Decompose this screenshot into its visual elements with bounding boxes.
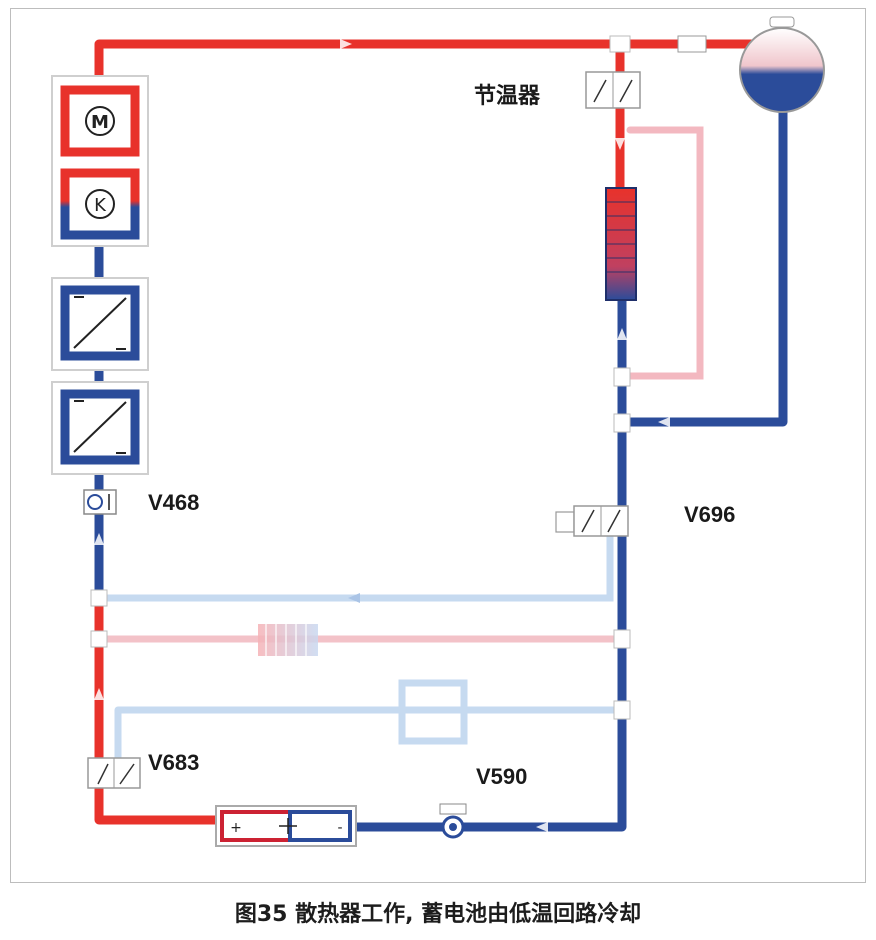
- expansion-tank: [739, 16, 825, 113]
- junction-right-4: [613, 700, 631, 720]
- compressor-symbol: K: [94, 195, 107, 216]
- bottom-cold-line: [352, 300, 627, 832]
- battery-minus: -: [337, 820, 342, 836]
- heat-exchanger-pale: [398, 679, 468, 745]
- upper-pale-line: [97, 531, 614, 602]
- label-v468: V468: [148, 490, 199, 515]
- inactive-lines: [97, 126, 704, 764]
- cold-lines: [94, 100, 788, 832]
- heater-element: [258, 624, 318, 656]
- label-v590: V590: [476, 764, 527, 789]
- pump-v468: [83, 489, 117, 515]
- lower-pale-line: [114, 706, 624, 764]
- hot-lines: [94, 39, 760, 825]
- valve-v683: [87, 757, 141, 789]
- thermostat-bypass-line: [624, 126, 704, 380]
- flow-arrows: [94, 39, 670, 832]
- battery-plus: +: [230, 820, 242, 836]
- compressor-icon: [85, 189, 115, 219]
- tee-top: [609, 35, 631, 53]
- tank-return-line: [625, 100, 788, 427]
- label-v683: V683: [148, 750, 199, 775]
- junction-right-2: [613, 413, 631, 433]
- thermostat: [585, 71, 641, 109]
- junction-left-2: [90, 630, 108, 648]
- junction-right-3: [613, 629, 631, 649]
- pump-v590: [439, 803, 467, 839]
- valve-v696: [555, 505, 629, 537]
- radiator: [605, 187, 637, 301]
- motor-icon: [85, 106, 115, 136]
- label-v696: V696: [684, 502, 735, 527]
- left-lower-hot-line: [94, 598, 220, 825]
- diagram-frame: [10, 8, 866, 883]
- temp-sensor-top: [677, 35, 707, 53]
- battery: + -: [215, 805, 357, 847]
- figure-caption: 图35 散热器工作, 蓄电池由低温回路冷却: [234, 902, 642, 927]
- motor-symbol: M: [91, 112, 109, 133]
- top-hot-line: [94, 39, 760, 100]
- label-thermostat: 节温器: [474, 83, 541, 108]
- junction-right-1: [613, 367, 631, 387]
- junction-left-1: [90, 589, 108, 607]
